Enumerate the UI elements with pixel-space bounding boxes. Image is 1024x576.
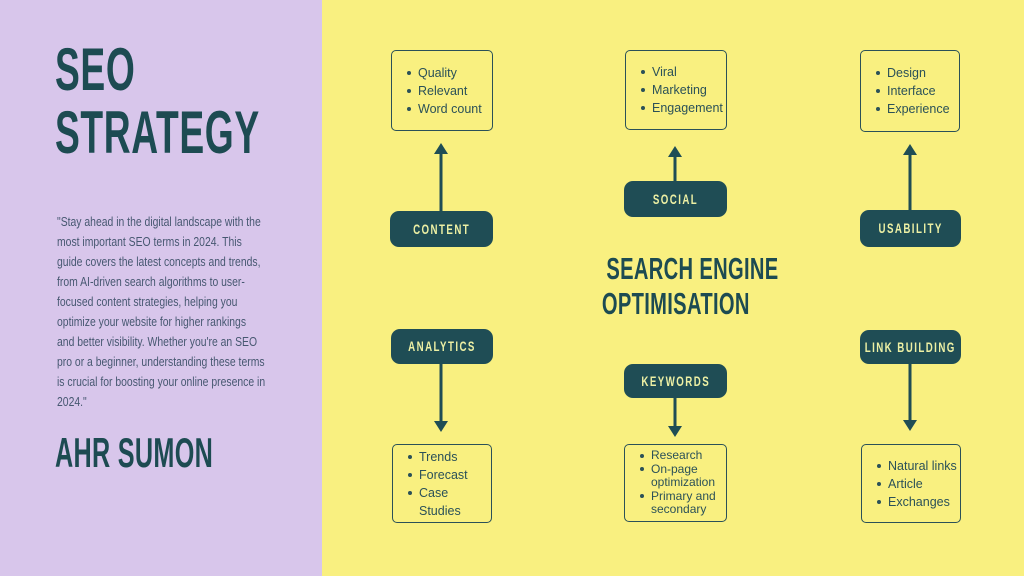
list-item: Relevant: [406, 82, 492, 100]
page-title: SEO STRATEGY: [55, 38, 385, 164]
keywords-items-box: Research On-page optimization Primary an…: [624, 444, 727, 522]
quote-line: focused content strategies, helping you: [57, 294, 238, 309]
diagram-title: SEARCH ENGINE OPTIMISATION: [560, 251, 792, 321]
list-item: Marketing: [640, 81, 726, 99]
list-item: Primary and secondary: [639, 489, 726, 517]
intro-quote: "Stay ahead in the digital landscape wit…: [57, 212, 265, 412]
arrow-up-content: [433, 143, 449, 211]
arrowhead-icon: [434, 143, 448, 154]
node-analytics-label: ANALYTICS: [408, 339, 476, 354]
list-item: Article: [876, 475, 960, 493]
list-item: Natural links: [876, 457, 960, 475]
diagram-title-line1: SEARCH ENGINE: [606, 251, 779, 286]
node-analytics: ANALYTICS: [391, 329, 493, 364]
arrow-down-analytics: [433, 364, 449, 432]
quote-line: and better visibility. Whether you're an…: [57, 334, 258, 349]
arrowhead-icon: [668, 146, 682, 157]
node-usability-label: USABILITY: [878, 221, 943, 236]
node-usability: USABILITY: [860, 210, 961, 247]
list-item: Trends: [407, 448, 491, 466]
list-item: Case Studies: [407, 484, 491, 520]
node-social: SOCIAL: [624, 181, 727, 217]
list-item: Quality: [406, 64, 492, 82]
list-item: Interface: [875, 82, 959, 100]
quote-line: "Stay ahead in the digital landscape wit…: [57, 214, 261, 229]
quote-line: most important SEO terms in 2024. This: [57, 234, 242, 249]
left-panel: SEO STRATEGY "Stay ahead in the digital …: [0, 0, 322, 576]
node-link-building: LINK BUILDING: [860, 330, 961, 364]
arrow-down-link-building: [902, 364, 918, 431]
list-item: Word count: [406, 100, 492, 118]
list-item: Forecast: [407, 466, 491, 484]
arrowhead-icon: [668, 426, 682, 437]
list-item: Engagement: [640, 99, 726, 117]
quote-line: guide covers the latest concepts and tre…: [57, 254, 261, 269]
page-title-line1: SEO: [55, 36, 136, 103]
arrow-down-keywords: [667, 398, 683, 437]
list-item: Viral: [640, 63, 726, 81]
analytics-items-box: Trends Forecast Case Studies: [392, 444, 492, 523]
node-content-label: CONTENT: [412, 221, 471, 237]
node-keywords-label: KEYWORDS: [641, 373, 710, 389]
quote-line: pro or a beginner, understanding these t…: [57, 354, 265, 369]
node-keywords: KEYWORDS: [624, 364, 727, 398]
list-item: On-page optimization: [639, 462, 726, 490]
list-item: Design: [875, 64, 959, 82]
quote-line: 2024.": [57, 394, 87, 409]
arrow-up-usability: [902, 144, 918, 210]
node-social-label: SOCIAL: [652, 191, 699, 207]
author-name: AHR SUMON: [55, 429, 214, 476]
usability-items-box: Design Interface Experience: [860, 50, 960, 132]
node-content: CONTENT: [390, 211, 493, 247]
node-link-building-label: LINK BUILDING: [864, 339, 957, 355]
list-item: Exchanges: [876, 493, 960, 511]
quote-line: from AI-driven search algorithms to user…: [57, 274, 245, 289]
quote-line: optimize your website for higher ranking…: [57, 314, 247, 329]
arrowhead-icon: [903, 420, 917, 431]
link-building-items-box: Natural links Article Exchanges: [861, 444, 961, 523]
arrowhead-icon: [903, 144, 917, 155]
content-items-box: Quality Relevant Word count: [391, 50, 493, 131]
page-title-line2: STRATEGY: [55, 99, 260, 166]
social-items-box: Viral Marketing Engagement: [625, 50, 727, 130]
arrowhead-icon: [434, 421, 448, 432]
list-item: Experience: [875, 100, 959, 118]
quote-line: is crucial for boosting your online pres…: [57, 374, 266, 389]
arrow-up-social: [667, 146, 683, 181]
list-item: Research: [639, 449, 726, 463]
diagram-title-line2: OPTIMISATION: [602, 286, 750, 321]
